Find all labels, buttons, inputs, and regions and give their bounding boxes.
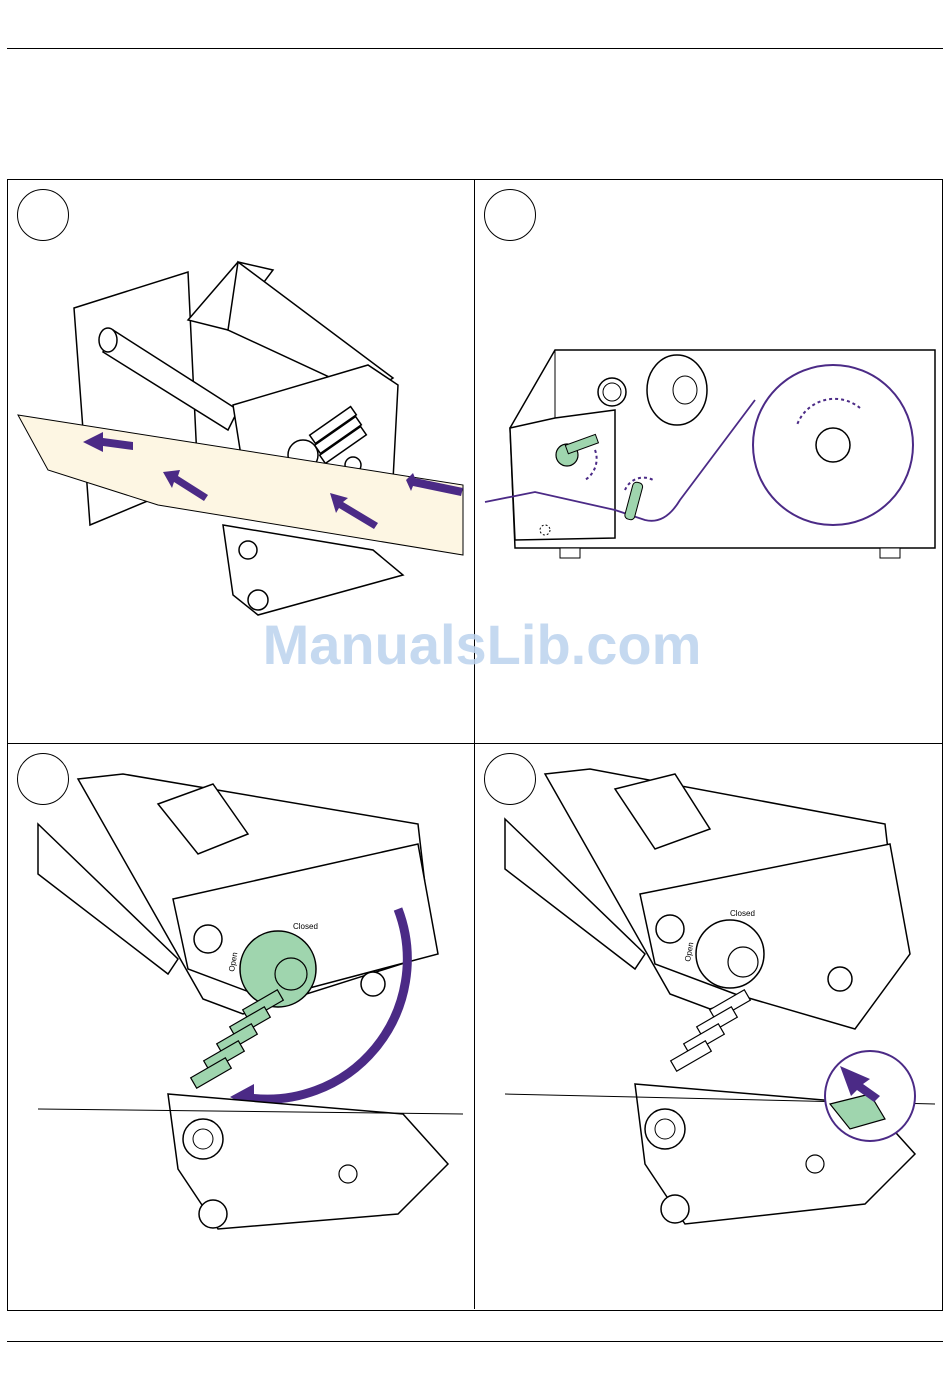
panel-4: Closed Open [475, 744, 943, 1309]
watermark-text: ManualsLib.com [262, 612, 702, 677]
media-guide-adjust-illustration: Closed Open [475, 744, 943, 1309]
top-rule [7, 48, 943, 49]
panel-3: Closed Open [8, 744, 474, 1309]
printhead-lever-closing-illustration: Closed Open [8, 744, 474, 1309]
closed-label: Closed [293, 922, 318, 931]
closed-label: Closed [730, 909, 755, 918]
bottom-rule [7, 1341, 943, 1342]
